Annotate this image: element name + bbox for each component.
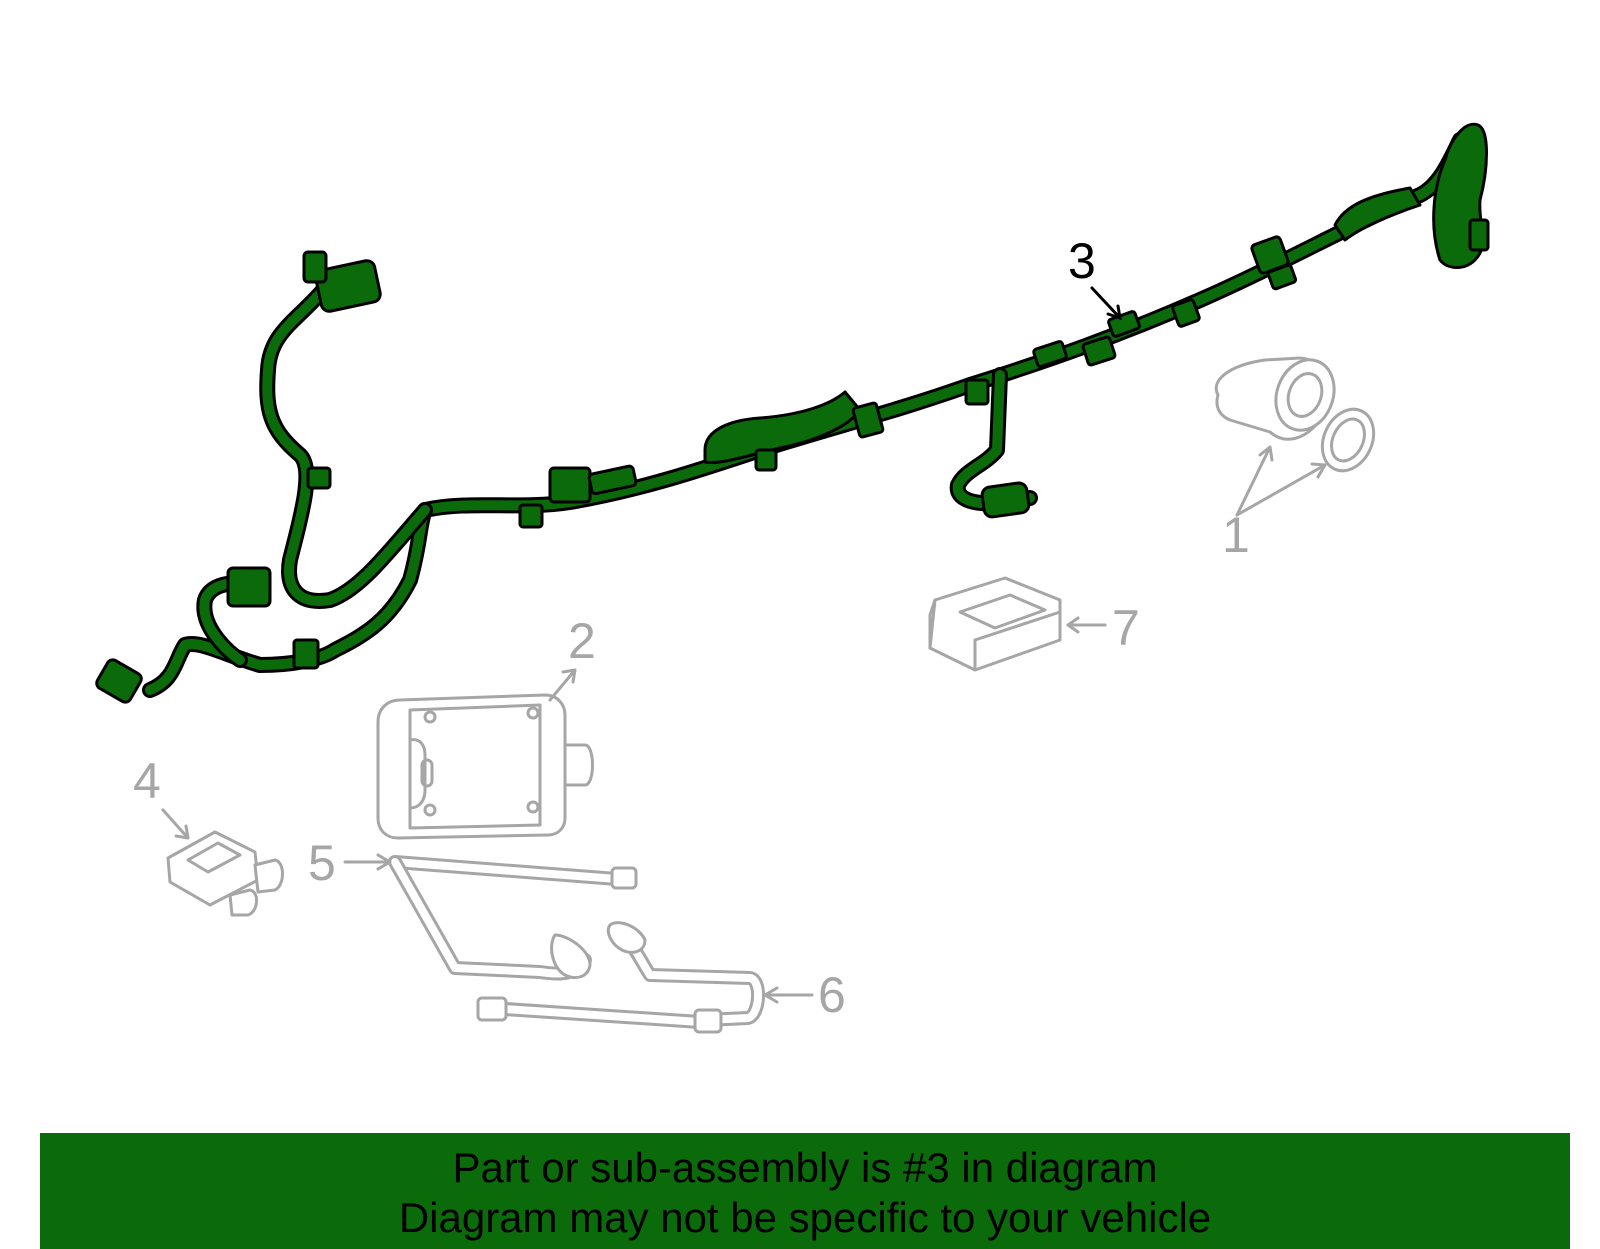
callout-4: 4	[133, 753, 161, 809]
callout-1: 1	[1222, 507, 1250, 563]
leader-arrow-3	[1090, 286, 1122, 321]
part-7-control-module[interactable]	[928, 576, 1107, 672]
parts-diagram: 3 1 7 2 4 5 6	[95, 122, 1490, 1034]
part-4-connector[interactable]	[161, 808, 284, 917]
info-banner: Part or sub-assembly is #3 in diagram Di…	[40, 1133, 1570, 1249]
callout-6: 6	[818, 967, 846, 1023]
callout-2: 2	[568, 613, 596, 669]
part-1-sensor-grommet[interactable]	[1214, 352, 1383, 517]
part-6-wire-lead[interactable]	[476, 921, 814, 1034]
banner-line-2: Diagram may not be specific to your vehi…	[398, 1194, 1212, 1241]
callout-7: 7	[1112, 600, 1140, 656]
callout-5: 5	[308, 835, 336, 891]
part-2-module[interactable]	[376, 668, 594, 840]
part-5-wire-lead[interactable]	[343, 853, 638, 981]
banner-line-1: Part or sub-assembly is #3 in diagram	[452, 1144, 1158, 1191]
part-3-wiring-harness[interactable]	[95, 122, 1490, 704]
callout-3: 3	[1068, 233, 1096, 289]
